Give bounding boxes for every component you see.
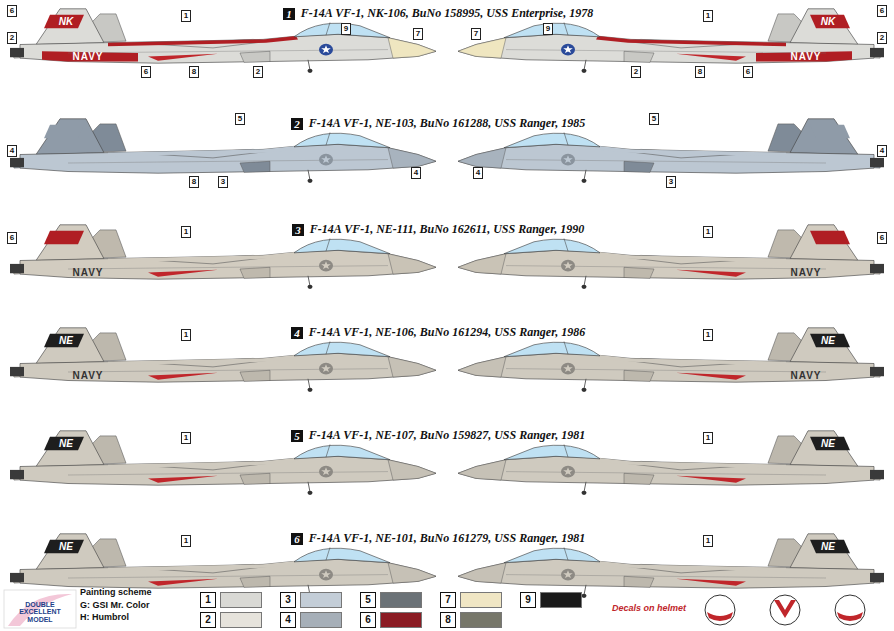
profile-number: 3: [292, 224, 304, 236]
profile-title: F-14A VF-1, NE-111, BuNo 162611, USS Ran…: [307, 223, 587, 236]
callout-number: 3: [666, 176, 676, 188]
callout-number: 4: [411, 167, 421, 179]
callout-number: 8: [189, 66, 199, 78]
paint-swatch: [460, 612, 502, 628]
paint-number: 1: [200, 592, 216, 608]
logo-mark: [4, 590, 76, 628]
paint-note: Painting scheme: [80, 588, 152, 598]
tail-code: NE: [59, 541, 73, 552]
callout-number: 1: [181, 329, 191, 341]
callout-number: 9: [543, 23, 553, 35]
maker-logo: DOUBLE EXCELLENT MODEL: [9, 601, 71, 623]
navy-marking: NAVY: [790, 51, 821, 62]
callout-number: 1: [703, 329, 713, 341]
callout-number: 6: [7, 5, 17, 17]
profile-number: 2: [291, 118, 303, 130]
paint-note: H: Humbrol: [80, 613, 129, 623]
paint-number: 5: [360, 592, 376, 608]
navy-marking: NAVY: [72, 267, 103, 278]
callout-number: 6: [7, 232, 17, 244]
callout-number: 2: [253, 66, 263, 78]
paint-swatch: [300, 592, 342, 608]
callout-number: 2: [631, 66, 641, 78]
navy-marking: NAVY: [790, 370, 821, 381]
profile-title: F-14A VF-1, NE-107, BuNo 159827, USS Ran…: [306, 429, 588, 442]
paint-number: 4: [280, 612, 296, 628]
tail-code: NE: [821, 438, 835, 449]
profile-number: 6: [291, 533, 303, 545]
tail-code: NK: [59, 16, 73, 27]
profile-title: F-14A VF-1, NE-106, BuNo 161294, USS Ran…: [306, 326, 588, 339]
paint-swatch: [220, 592, 262, 608]
paint-number: 7: [440, 592, 456, 608]
callout-number: 8: [189, 176, 199, 188]
callout-number: 7: [471, 28, 481, 40]
tail-code: NE: [59, 438, 73, 449]
paint-swatch: [220, 612, 262, 628]
paint-number: 3: [280, 592, 296, 608]
helmets: [705, 595, 865, 625]
callout-number: 4: [7, 145, 17, 157]
paint-number: 8: [440, 612, 456, 628]
callout-number: 5: [649, 113, 659, 125]
callout-number: 2: [877, 32, 887, 44]
callout-number: 1: [181, 226, 191, 238]
tail-code: NK: [821, 16, 835, 27]
profile-title: F-14A VF-1, NK-106, BuNo 158995, USS Ent…: [298, 7, 596, 20]
profile-number: 1: [283, 8, 295, 20]
callout-number: 1: [181, 10, 191, 22]
paint-swatch: [300, 612, 342, 628]
callout-number: 1: [703, 10, 713, 22]
profile-title: F-14A VF-1, NE-103, BuNo 161288, USS Ran…: [306, 117, 588, 130]
navy-marking: NAVY: [72, 370, 103, 381]
paint-swatch: [380, 592, 422, 608]
helmet-note: Decals on helmet: [612, 604, 686, 614]
paint-swatch: [460, 592, 502, 608]
navy-marking: NAVY: [72, 51, 103, 62]
callout-number: 1: [181, 535, 191, 547]
callout-number: 8: [695, 66, 705, 78]
paint-swatch: [540, 592, 582, 608]
callout-number: 6: [877, 232, 887, 244]
callout-number: 6: [743, 66, 753, 78]
callout-number: 7: [413, 28, 423, 40]
profile-title: F-14A VF-1, NE-101, BuNo 161279, USS Ran…: [306, 532, 588, 545]
callout-number: 1: [703, 535, 713, 547]
callout-number: 5: [235, 113, 245, 125]
callout-number: 4: [877, 145, 887, 157]
callout-number: 1: [703, 432, 713, 444]
profile-number: 4: [291, 327, 303, 339]
callout-number: 1: [703, 226, 713, 238]
callout-number: 2: [7, 32, 17, 44]
callout-number: 6: [141, 66, 151, 78]
tail-code: NE: [59, 335, 73, 346]
paint-swatch: [380, 612, 422, 628]
paint-number: 9: [520, 592, 536, 608]
tail-code: NE: [821, 335, 835, 346]
paint-number: 6: [360, 612, 376, 628]
paint-number: 2: [200, 612, 216, 628]
callout-number: 4: [473, 167, 483, 179]
profile-number: 5: [291, 430, 303, 442]
callout-number: 9: [341, 23, 351, 35]
callout-number: 6: [877, 5, 887, 17]
tail-code: NE: [821, 541, 835, 552]
navy-marking: NAVY: [790, 267, 821, 278]
paint-note: G: GSI Mr. Color: [80, 601, 150, 611]
callout-number: 1: [181, 432, 191, 444]
callout-number: 3: [218, 176, 228, 188]
